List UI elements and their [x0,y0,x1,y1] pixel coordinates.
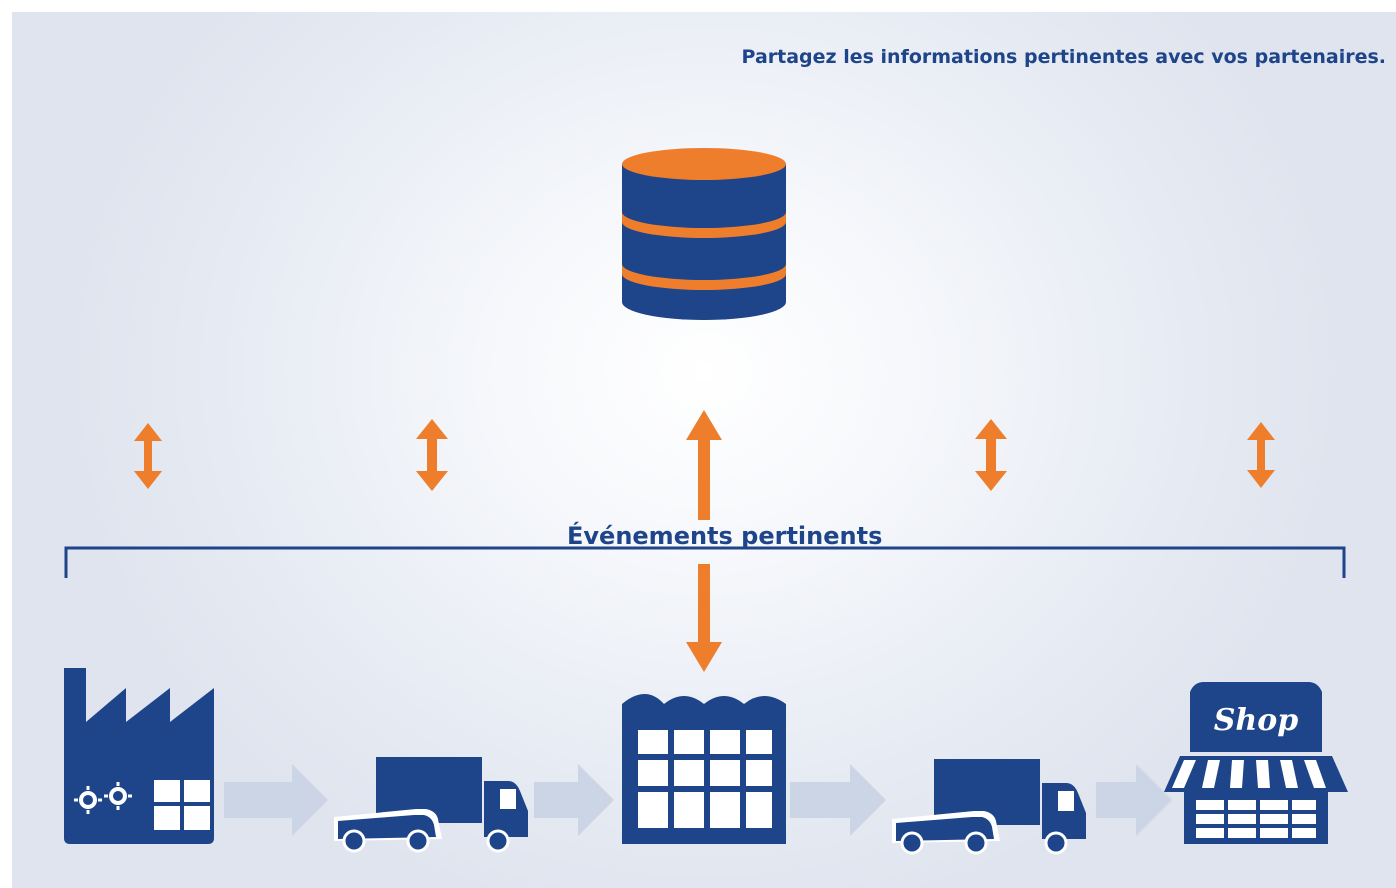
factory-icon [64,668,214,844]
arrow-down-icon [686,564,722,672]
diagram-canvas: Partagez les informations pertinentes av… [12,12,1396,888]
truck-icon [892,759,1086,855]
sync-arrows [134,410,1275,672]
double-arrow-icon [1247,422,1275,488]
arrow-up-icon [686,410,722,520]
truck-icon [334,757,528,853]
double-arrow-icon [975,419,1007,491]
bracket-label: Événements pertinents [567,522,883,550]
flow-arrows [224,764,1172,836]
flow-arrow-3 [790,764,886,836]
flow-arrow-1 [224,764,328,836]
headline: Partagez les informations pertinentes av… [741,46,1386,68]
bracket [64,546,1346,578]
shop-sign: Shop [1214,703,1298,738]
diagram-svg: Shop [64,148,1348,855]
warehouse-icon [622,694,786,844]
shop-icon: Shop [1164,682,1348,844]
gear-icon [79,787,127,809]
flow-arrow-2 [534,764,614,836]
flow-arrow-4 [1096,764,1172,836]
database-icon [622,148,786,320]
double-arrow-icon [134,423,162,489]
double-arrow-icon [416,419,448,491]
